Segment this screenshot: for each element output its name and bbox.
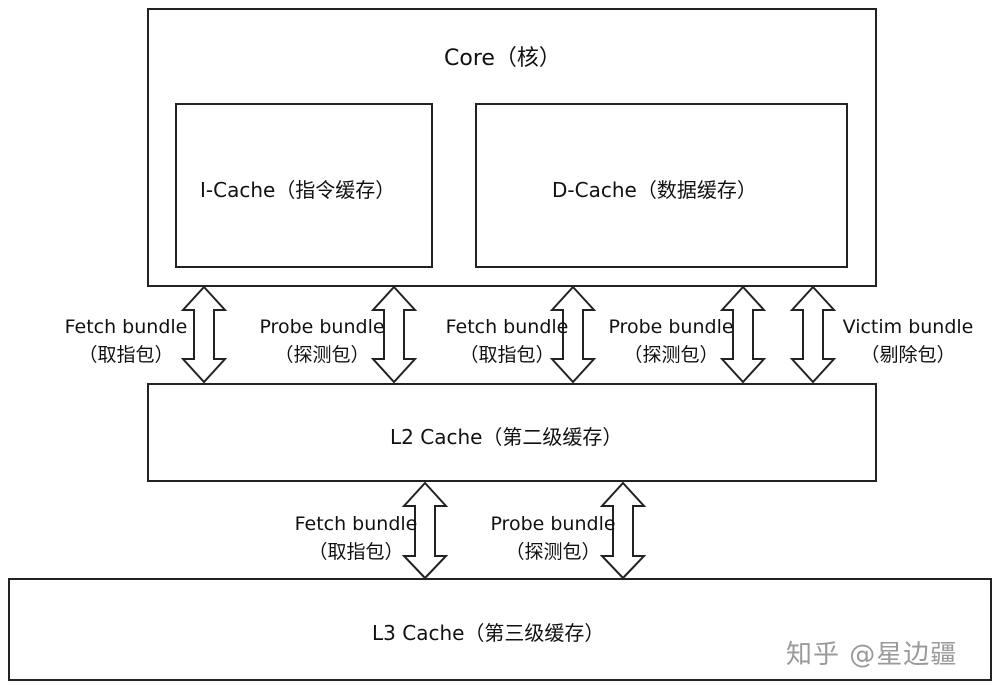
arrow-label-line2: （取指包） bbox=[78, 344, 174, 366]
l2-label: L2 Cache（第二级缓存） bbox=[390, 425, 623, 449]
arrow-fetch-core-l2-1 bbox=[180, 285, 228, 384]
l3-box bbox=[8, 578, 992, 681]
arrow-probe-core-l2-2 bbox=[719, 285, 767, 384]
arrow-label-line1: Probe bundle bbox=[490, 513, 616, 535]
watermark-text: 知乎 @星边疆 bbox=[786, 640, 958, 670]
icache-box bbox=[175, 103, 433, 268]
arrow-label-probe-1: Probe bundle （探测包） bbox=[257, 313, 387, 369]
arrow-label-fetch-2: Fetch bundle （取指包） bbox=[442, 313, 572, 369]
arrow-label-fetch-1: Fetch bundle （取指包） bbox=[62, 313, 190, 369]
arrow-label-line1: Fetch bundle bbox=[294, 513, 418, 535]
l2-box bbox=[147, 383, 877, 482]
icache-label: I-Cache（指令缓存） bbox=[200, 178, 396, 202]
arrow-label-line1: Probe bundle bbox=[608, 316, 734, 338]
arrow-label-line1: Fetch bundle bbox=[64, 316, 188, 338]
arrow-probe-l2-l3 bbox=[599, 481, 647, 580]
arrow-label-fetch-3: Fetch bundle （取指包） bbox=[290, 510, 422, 566]
arrow-label-victim: Victim bundle （剔除包） bbox=[838, 313, 978, 369]
dcache-label: D-Cache（数据缓存） bbox=[552, 178, 757, 202]
arrow-label-line1: Fetch bundle bbox=[445, 316, 569, 338]
l3-label: L3 Cache（第三级缓存） bbox=[372, 621, 605, 645]
arrow-label-line2: （取指包） bbox=[308, 541, 404, 563]
arrow-label-line2: （探测包） bbox=[274, 344, 370, 366]
arrow-label-line2: （探测包） bbox=[505, 541, 601, 563]
arrow-label-line1: Probe bundle bbox=[259, 316, 385, 338]
arrow-label-line2: （取指包） bbox=[459, 344, 555, 366]
arrow-fetch-l2-l3 bbox=[401, 481, 449, 580]
dcache-box bbox=[475, 103, 848, 268]
arrow-label-line1: Victim bundle bbox=[842, 316, 974, 338]
arrow-label-line2: （剔除包） bbox=[860, 344, 956, 366]
core-label: Core（核） bbox=[444, 46, 561, 71]
arrow-label-probe-3: Probe bundle （探测包） bbox=[487, 510, 619, 566]
arrow-probe-core-l2-1 bbox=[370, 285, 418, 384]
arrow-victim-core-l2 bbox=[789, 285, 837, 384]
arrow-label-probe-2: Probe bundle （探测包） bbox=[606, 313, 736, 369]
arrow-fetch-core-l2-2 bbox=[549, 285, 597, 384]
arrow-label-line2: （探测包） bbox=[623, 344, 719, 366]
